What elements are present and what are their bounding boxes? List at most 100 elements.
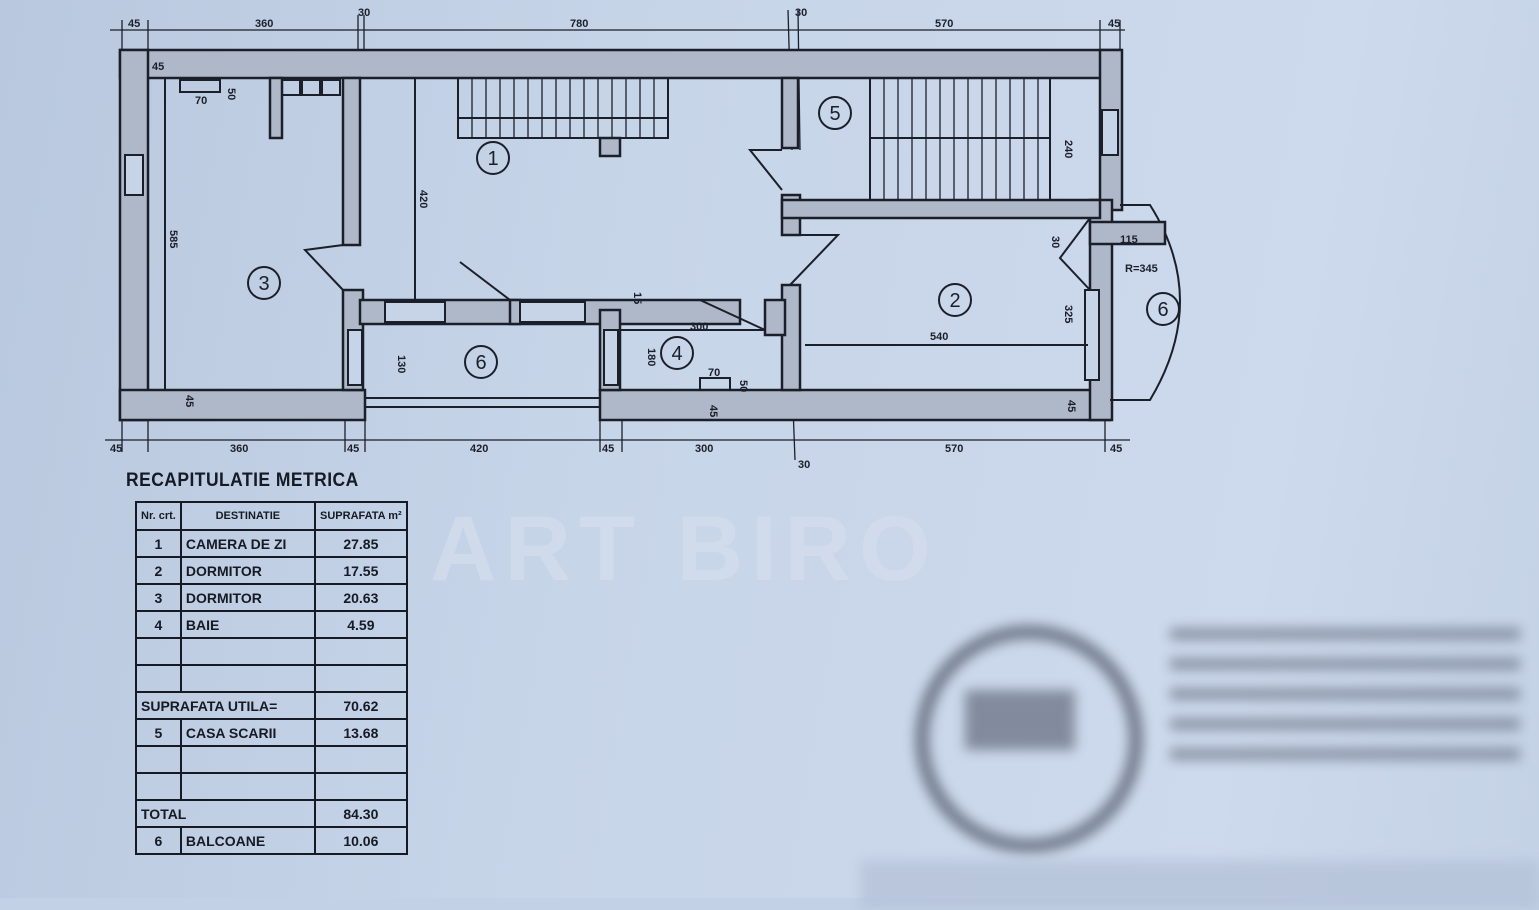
dimension-label: 240: [1062, 140, 1074, 158]
room-number: 5: [829, 103, 840, 125]
doors: [164, 78, 1091, 390]
room-marker-circle: [1146, 292, 1180, 326]
dimension-label: 45: [707, 405, 719, 417]
cell-dest: DORMITOR: [179, 556, 316, 585]
room-number: 6: [1157, 299, 1168, 321]
dimension-label: 45: [110, 443, 122, 455]
total-value: 84.30: [313, 799, 408, 828]
cell-sup: 13.68: [313, 718, 408, 747]
room-marker-circle: [818, 96, 852, 130]
cell-sup: 27.85: [313, 529, 408, 558]
cell-nr: 1: [135, 529, 182, 558]
cell-nr: 5: [135, 718, 182, 747]
table-row-empty: [135, 745, 408, 774]
balcony-wall: [1088, 220, 1167, 246]
dimension-label: 30: [1049, 236, 1061, 248]
dimension-label: 180: [645, 348, 657, 366]
cell-nr: 4: [135, 610, 182, 639]
dimension-label: 45: [602, 443, 614, 455]
table-row-empty: [135, 637, 408, 666]
dimension-label: R=345: [1125, 263, 1158, 275]
dimension-label: 45: [1110, 443, 1122, 455]
room-marker-circle: [660, 336, 694, 370]
room-marker-circle: [476, 141, 510, 175]
room-marker-circle: [464, 345, 498, 379]
balcony-outline: [1110, 204, 1181, 401]
room-number: 4: [671, 343, 682, 365]
utila-value: 70.62: [313, 691, 408, 720]
room-number: 3: [258, 273, 269, 295]
dimension-label: 780: [570, 18, 588, 30]
dimension-label: 115: [1120, 234, 1138, 246]
header-nr: Nr. crt.: [135, 501, 182, 531]
utila-label: SUPRAFATA UTILA=: [135, 691, 316, 720]
cell-nr: 6: [135, 826, 182, 855]
dimension-label: 570: [945, 443, 963, 455]
walls: [118, 48, 1124, 422]
dimension-label: 325: [1062, 305, 1074, 323]
dimension-label: 45: [152, 61, 164, 73]
dimension-label: 15: [631, 292, 643, 304]
cell-dest: BAIE: [179, 610, 316, 639]
cell-nr: 3: [135, 583, 182, 612]
dimension-label: 360: [255, 18, 273, 30]
dimension-label: 420: [417, 190, 429, 208]
table-row-empty: [135, 772, 408, 801]
room-number: 1: [487, 148, 498, 170]
dimension-label: 30: [358, 7, 370, 19]
cell-dest: BALCOANE: [179, 826, 316, 855]
room-marker-circle: [247, 266, 281, 300]
blurred-signature-text: [1170, 610, 1520, 760]
dimension-label: 70: [708, 367, 720, 379]
dimension-label: 570: [935, 18, 953, 30]
dimension-label: 45: [1065, 400, 1077, 412]
dimension-label: 30: [795, 7, 807, 19]
dimension-label: 420: [470, 443, 488, 455]
room-markers: 1 2 3 4 5 6 6: [247, 96, 1180, 379]
dimension-label: 130: [395, 355, 407, 373]
table-row-empty: [135, 664, 408, 693]
watermark: ART BIRO: [430, 498, 939, 600]
cell-sup: 10.06: [313, 826, 408, 855]
cell-dest: CASA SCARII: [179, 718, 316, 747]
windows: [124, 109, 1119, 386]
room-marker-circle: [938, 283, 972, 317]
table-header-row: Nr. crt. DESTINATIE SUPRAFATA m²: [135, 501, 408, 531]
total-label: TOTAL: [135, 799, 316, 828]
utila-row: SUPRAFATA UTILA=70.62: [135, 691, 408, 720]
dimension-label: 45: [1108, 18, 1120, 30]
room-number: 6: [475, 352, 486, 374]
cell-dest: DORMITOR: [179, 583, 316, 612]
dimension-label: 45: [128, 18, 140, 30]
header-destinatie: DESTINATIE: [179, 501, 316, 531]
dimension-label: 45: [347, 443, 359, 455]
dimension-label: 360: [230, 443, 248, 455]
dimension-label: 50: [225, 88, 237, 100]
cell-sup: 17.55: [313, 556, 408, 585]
blurred-bottom-band: [860, 860, 1539, 910]
dimension-label: 300: [695, 443, 713, 455]
dimension-label: 70: [195, 95, 207, 107]
blurred-stamp-center: [965, 690, 1075, 750]
cell-sup: 4.59: [313, 610, 408, 639]
stairs: [457, 77, 1051, 201]
dimension-label: 30: [798, 459, 810, 471]
dimension-label: 300: [690, 321, 708, 333]
header-suprafata: SUPRAFATA m²: [313, 501, 408, 531]
room-number: 2: [949, 290, 960, 312]
table-title: RECAPITULATIE METRICA: [126, 470, 359, 491]
cell-sup: 20.63: [313, 583, 408, 612]
cell-nr: 2: [135, 556, 182, 585]
dimension-label: 540: [930, 331, 948, 343]
cell-dest: CAMERA DE ZI: [179, 529, 316, 558]
dimension-label: 50: [737, 380, 749, 392]
